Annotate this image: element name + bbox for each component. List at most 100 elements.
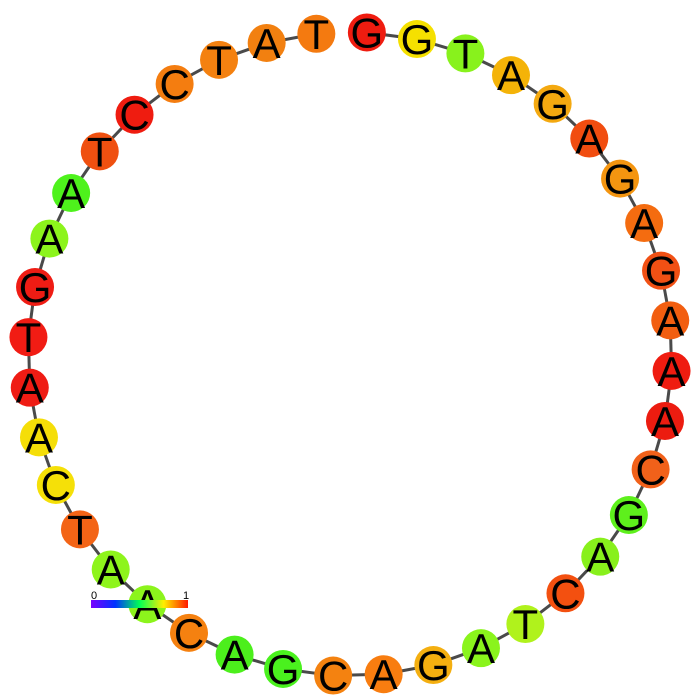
nucleotide-label: G [417, 642, 450, 689]
nucleotide-label: A [16, 365, 44, 412]
nucleotide-node: C [546, 570, 585, 617]
nucleotide-label: C [119, 92, 149, 139]
nucleotide-circle [247, 23, 286, 62]
nucleotide-node: G [264, 646, 303, 693]
nucleotide-node: T [446, 30, 485, 77]
nucleotide-node: G [601, 156, 640, 203]
nucleotide-node: G [609, 492, 648, 539]
nucleotide-label: T [206, 37, 232, 84]
nucleotide-circle [115, 95, 154, 134]
nucleotide-circle [170, 613, 208, 652]
nucleotide-circle [16, 268, 55, 307]
nucleotide-circle [297, 14, 336, 53]
nucleotide-circle [264, 649, 303, 688]
nucleotide-circle [60, 510, 99, 549]
nucleotide-label: G [645, 248, 678, 295]
nucleotide-circle [9, 318, 48, 357]
nucleotide-node: A [492, 52, 530, 99]
nucleotide-node: A [364, 651, 403, 698]
nucleotide-node: A [91, 546, 130, 593]
nucleotide-node: G [16, 264, 55, 311]
nucleotide-node: A [52, 170, 91, 217]
nucleotide-label: T [87, 128, 113, 175]
nucleotide-circle [80, 132, 119, 171]
nucleotide-node: A [30, 216, 69, 263]
nucleotide-node: A [19, 414, 58, 461]
nucleotide-circle [492, 56, 530, 95]
nucleotide-label: A [221, 632, 249, 679]
nucleotide-node: A [651, 297, 690, 344]
nucleotide-label: C [174, 610, 204, 657]
nucleotide-node: A [461, 625, 500, 672]
nucleotide-circle [651, 301, 690, 340]
nucleotide-circle [414, 646, 453, 685]
nucleotide-node: G [414, 642, 453, 689]
nucleotide-circle [155, 64, 194, 103]
nucleotide-node: T [9, 314, 48, 361]
nucleotide-node: T [80, 128, 119, 175]
legend-color-bar [91, 600, 188, 608]
nucleotide-node: A [625, 200, 664, 247]
nucleotide-node: G [533, 81, 572, 128]
nucleotide-node: A [215, 632, 254, 679]
nucleotide-node: T [297, 11, 336, 58]
nucleotide-label: A [656, 297, 684, 344]
nucleotide-circle [19, 418, 58, 457]
nucleotide-label: A [57, 170, 85, 217]
nucleotide-circle [506, 605, 545, 644]
nucleotide-circle [652, 351, 691, 390]
legend-max-label: 1 [183, 590, 189, 602]
nucleotide-circle [631, 450, 670, 489]
nucleotide-label: G [351, 9, 384, 56]
nucleotide-label: A [575, 116, 603, 163]
nucleotide-circle [314, 656, 353, 695]
nucleotide-label: G [536, 81, 569, 128]
nucleotide-node: C [631, 446, 670, 493]
nucleotide-node: G [347, 9, 386, 56]
nucleotide-circle [52, 174, 91, 212]
nucleotide-circle [601, 159, 640, 198]
nucleotide-circle [200, 40, 239, 79]
nucleotide-label: G [604, 156, 637, 203]
nucleotide-node: G [642, 248, 681, 295]
nucleotide-label: A [467, 625, 495, 672]
nucleotide-label: A [651, 398, 679, 445]
nucleotide-node: T [60, 506, 99, 553]
nucleotide-circle [364, 655, 403, 694]
nucleotide-circle [30, 219, 69, 258]
nucleotide-circle [645, 401, 684, 440]
nucleotide-circle [10, 368, 49, 407]
nucleotide-label: A [658, 348, 686, 395]
nucleotide-node: A [570, 116, 609, 163]
nucleotide-label: A [630, 200, 658, 247]
nucleotide-label: C [635, 446, 665, 493]
nucleotide-node: A [645, 398, 684, 445]
nucleotide-circle [91, 550, 130, 589]
nucleotide-node: T [200, 37, 239, 84]
nucleotide-circle [533, 84, 572, 123]
nucleotide-node: A [581, 534, 620, 581]
nucleotide-label: A [497, 52, 525, 99]
nucleotide-circle [36, 465, 75, 504]
nucleotide-label: C [550, 570, 580, 617]
nucleotide-node: G [397, 16, 436, 63]
nucleotide-circle [546, 574, 585, 613]
nucleotide-circle [581, 537, 620, 576]
nucleotide-circle [397, 20, 436, 59]
nucleotide-node: C [170, 610, 208, 657]
nucleotide-circle [347, 13, 386, 52]
nucleotide-label: A [253, 20, 281, 67]
nucleotide-label: G [401, 16, 434, 63]
nucleotide-circle [446, 34, 485, 73]
nucleotide-circle [215, 635, 254, 674]
nucleotide-label: C [159, 61, 189, 108]
nucleotide-nodes: GGTAGAGAGAAACGACTAGACGACAATCAATGAATCCTAT [9, 9, 691, 700]
nucleotide-label: G [267, 646, 300, 693]
nucleotide-node: A [247, 20, 286, 67]
color-legend: 0 1 [91, 590, 189, 608]
nucleotide-node: C [115, 92, 154, 139]
nucleotide-circle [570, 119, 609, 158]
nucleotide-node: A [10, 365, 49, 412]
nucleotide-label: A [25, 414, 53, 461]
